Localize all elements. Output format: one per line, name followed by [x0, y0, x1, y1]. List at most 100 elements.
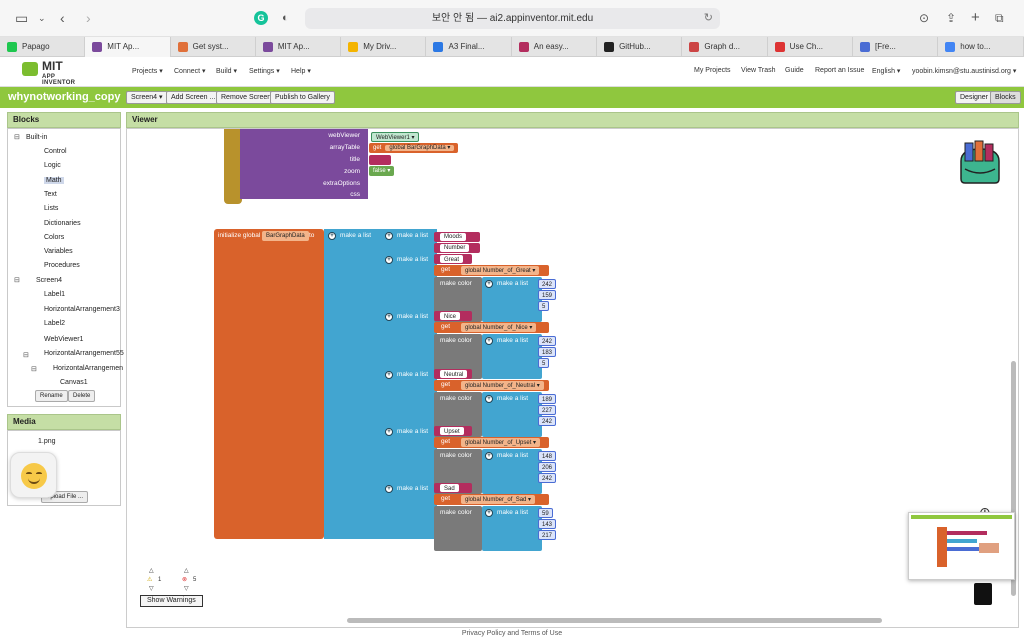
- forward-icon[interactable]: ›: [86, 10, 91, 26]
- tab-10[interactable]: [Fre...: [853, 37, 939, 57]
- builtin-lists[interactable]: Lists: [44, 205, 59, 213]
- make-list-block[interactable]: + make a list: [324, 229, 382, 539]
- guide-link[interactable]: Guide: [785, 67, 804, 74]
- mutator-plus-icon[interactable]: +: [385, 256, 393, 264]
- builtin-logic[interactable]: Logic: [44, 162, 61, 170]
- report-issue-link[interactable]: Report an Issue: [815, 67, 865, 74]
- tab-4[interactable]: My Driv...: [341, 37, 427, 57]
- mutator-plus-icon[interactable]: +: [485, 337, 493, 345]
- chevron-down-icon[interactable]: ⌄: [38, 13, 46, 23]
- footer-link[interactable]: Privacy Policy and Terms of Use: [461, 630, 563, 637]
- collapse-icon[interactable]: ⊟: [31, 366, 37, 373]
- builtin-colors[interactable]: Colors: [44, 233, 65, 241]
- new-tab-icon[interactable]: +: [971, 9, 980, 26]
- grammarly-icon[interactable]: G: [254, 11, 268, 25]
- mood-text-field[interactable]: Upset: [440, 427, 464, 435]
- rename-button[interactable]: Rename: [35, 390, 68, 402]
- tab-0[interactable]: Papago: [0, 37, 86, 57]
- collapse-icon[interactable]: ⊟: [23, 352, 29, 359]
- tab-7[interactable]: GitHub...: [597, 37, 683, 57]
- add-screen-button[interactable]: Add Screen ...: [166, 91, 221, 104]
- screen-node[interactable]: Screen4: [36, 277, 63, 284]
- tab-6[interactable]: An easy...: [512, 37, 598, 57]
- mood-text-field[interactable]: Nice: [440, 312, 461, 320]
- tab-1[interactable]: MIT Ap...: [85, 37, 171, 57]
- app-inventor-logo[interactable]: MIT APP INVENTOR: [22, 59, 90, 86]
- variable-dropdown[interactable]: global Number_of_Great ▾: [461, 266, 540, 275]
- builtin-text[interactable]: Text: [44, 190, 57, 198]
- address-bar[interactable]: 보안 안 됨 — ai2.appinventor.mit.edu ↻: [305, 8, 720, 29]
- tab-11[interactable]: how to...: [938, 37, 1024, 57]
- menu-help[interactable]: Help ▾: [291, 68, 311, 75]
- reload-icon[interactable]: ↻: [703, 12, 713, 24]
- builtin-procedures[interactable]: Procedures: [44, 262, 80, 270]
- remove-screen-button[interactable]: Remove Screen: [216, 91, 277, 104]
- component-3[interactable]: WebViewer1: [44, 336, 84, 343]
- component-5[interactable]: HorizontalArrangemen: [53, 365, 124, 372]
- rgb-number-block[interactable]: 183: [538, 347, 557, 357]
- back-icon[interactable]: ‹: [60, 10, 65, 26]
- tab-3[interactable]: MIT Ap...: [256, 37, 342, 57]
- rgb-number-block[interactable]: 5: [538, 301, 550, 311]
- screenshot-thumbnail[interactable]: [908, 512, 1015, 580]
- make-color-block[interactable]: [434, 506, 482, 551]
- rgb-number-block[interactable]: 148: [538, 451, 557, 461]
- mood-text-field[interactable]: Neutral: [440, 370, 468, 378]
- component-4[interactable]: HorizontalArrangement55: [44, 350, 124, 357]
- get-variable-dropdown[interactable]: global BarGraphData ▾: [385, 145, 455, 151]
- rgb-number-block[interactable]: 242: [538, 279, 557, 289]
- language-menu[interactable]: English ▾: [872, 68, 901, 75]
- rgb-number-block[interactable]: 242: [538, 473, 557, 483]
- menu-projects[interactable]: Projects ▾: [132, 68, 163, 75]
- menu-build[interactable]: Build ▾: [216, 68, 238, 75]
- rgb-number-block[interactable]: 159: [538, 290, 557, 300]
- mutator-plus-icon[interactable]: +: [385, 313, 393, 321]
- mood-text-field[interactable]: Sad: [440, 484, 459, 492]
- tab-8[interactable]: Graph d...: [682, 37, 768, 57]
- errors-down-icon[interactable]: ▽: [184, 586, 189, 592]
- menu-settings[interactable]: Settings ▾: [249, 68, 280, 75]
- mutator-plus-icon[interactable]: +: [485, 395, 493, 403]
- backpack-icon[interactable]: [955, 139, 1005, 184]
- rgb-number-block[interactable]: 5: [538, 358, 550, 368]
- variable-dropdown[interactable]: global Number_of_Sad ▾: [461, 495, 536, 504]
- builtin-dictionaries[interactable]: Dictionaries: [44, 219, 81, 227]
- rgb-number-block[interactable]: 59: [538, 508, 553, 518]
- mutator-plus-icon[interactable]: +: [485, 452, 493, 460]
- component-2[interactable]: Label2: [44, 320, 66, 327]
- builtin-label[interactable]: Built-in: [26, 134, 48, 141]
- tab-2[interactable]: Get syst...: [171, 37, 256, 57]
- horizontal-scrollbar[interactable]: [347, 618, 882, 623]
- builtin-variables[interactable]: Variables: [44, 248, 73, 256]
- delete-button[interactable]: Delete: [68, 390, 96, 402]
- text-field[interactable]: Moods: [440, 233, 467, 241]
- webviewer-dropdown[interactable]: WebViewer1 ▾: [371, 132, 420, 142]
- builtin-math[interactable]: Math: [44, 176, 64, 184]
- screen-select[interactable]: Screen4 ▾: [126, 91, 168, 104]
- blocks-button[interactable]: Blocks: [990, 91, 1021, 104]
- shield-icon[interactable]: ◐: [282, 12, 289, 24]
- mutator-plus-icon[interactable]: +: [385, 232, 393, 240]
- collapse-icon[interactable]: ⊟: [14, 134, 20, 141]
- my-projects-link[interactable]: My Projects: [694, 67, 731, 74]
- show-warnings-button[interactable]: Show Warnings: [140, 595, 203, 607]
- mutator-plus-icon[interactable]: +: [385, 485, 393, 493]
- rgb-number-block[interactable]: 227: [538, 405, 557, 415]
- component-0[interactable]: Label1: [44, 291, 66, 298]
- mutator-plus-icon[interactable]: +: [385, 371, 393, 379]
- control-block[interactable]: [224, 129, 242, 204]
- trash-icon[interactable]: [974, 583, 992, 605]
- warnings-down-icon[interactable]: ▽: [149, 586, 154, 592]
- errors-up-icon[interactable]: △: [184, 568, 189, 574]
- share-icon[interactable]: ⇪: [946, 11, 957, 25]
- rgb-number-block[interactable]: 143: [538, 519, 557, 529]
- component-1[interactable]: HorizontalArrangement3: [44, 306, 120, 313]
- zoom-logic-dropdown[interactable]: false ▾: [369, 166, 395, 176]
- variable-dropdown[interactable]: global Number_of_Nice ▾: [461, 323, 537, 332]
- mutator-plus-icon[interactable]: +: [385, 428, 393, 436]
- builtin-control[interactable]: Control: [44, 148, 67, 155]
- media-file[interactable]: 1.png: [38, 438, 56, 445]
